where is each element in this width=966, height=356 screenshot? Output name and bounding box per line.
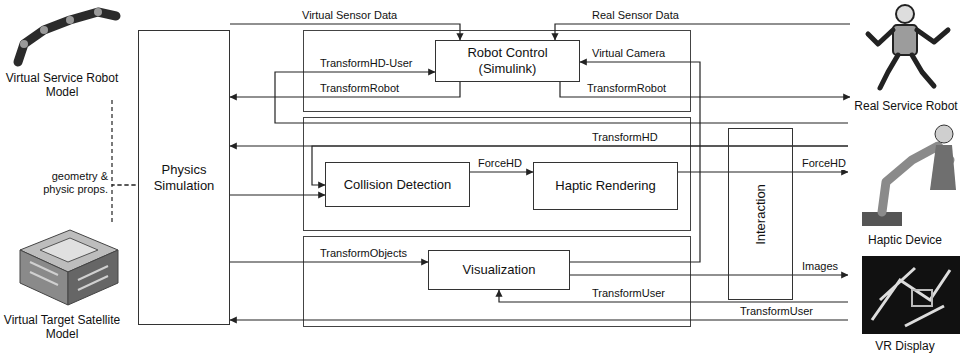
model-figure: Virtual Target Satellite Model (2, 222, 122, 342)
vr-screen (862, 256, 960, 334)
signal-label: Real Sensor Data (590, 9, 681, 22)
device-figure: Real Service Robot (850, 0, 962, 114)
interaction-band: Interaction (728, 128, 793, 300)
signal-label: TransformUser (738, 305, 815, 318)
vr-scene (872, 268, 950, 326)
signal-label: Virtual Camera (590, 47, 667, 60)
connector (230, 194, 325, 195)
signal-label: TransformObjects (318, 247, 409, 260)
group-frame (304, 31, 691, 112)
device-figure: VR Display (848, 252, 962, 354)
signal-label: ForceHD (476, 157, 524, 170)
signal-label: TransformHD-User (318, 57, 415, 70)
signal-label: TransformUser (590, 287, 667, 300)
haptic-device-illustration (862, 125, 956, 226)
node-text: Physics Simulation (143, 162, 225, 193)
connector (678, 171, 848, 172)
annotation-label: geometry & physic props. (20, 170, 108, 196)
process-box: Collision Detection (325, 162, 470, 207)
robot-arm-link (18, 12, 116, 62)
connector (230, 319, 848, 320)
node-text: Real Service Robot (854, 100, 957, 114)
robot-head (896, 5, 914, 23)
node-text: VR Display (875, 340, 934, 354)
node-text: Virtual Target Satellite Model (2, 314, 122, 342)
vr-display-illustration (862, 256, 960, 334)
node-text: Haptic Rendering (555, 178, 655, 194)
humanoid-robot-illustration (868, 5, 948, 88)
signal-label: TransformRobot (318, 82, 401, 95)
robot-arm-joint (40, 26, 48, 34)
robot-arm-joint (20, 40, 28, 48)
satellite-detail (30, 262, 108, 290)
connector (470, 171, 533, 172)
vr-scene (912, 290, 932, 306)
connector (570, 274, 848, 275)
connector (230, 82, 460, 97)
robot-limbs (868, 30, 948, 88)
robot-arm-joint (94, 8, 102, 16)
group-frame (304, 118, 691, 231)
robot-arm-joint (66, 16, 74, 24)
connector (230, 261, 428, 262)
operator-body (930, 145, 956, 190)
group-frame (304, 237, 691, 327)
node-text: Collision Detection (344, 177, 452, 193)
signal-label: TransformRobot (585, 82, 668, 95)
connector (230, 24, 460, 40)
process-box: Robot Control (Simulink) (435, 40, 580, 82)
node-text: Interaction (753, 184, 768, 245)
process-box: Visualization (428, 250, 570, 290)
node-text: Visualization (463, 262, 536, 278)
satellite-detail (40, 238, 98, 262)
node-text: Virtual Service Robot Model (2, 72, 122, 100)
connector (112, 100, 138, 185)
node-text: Haptic Device (868, 234, 942, 248)
model-figure: Virtual Service Robot Model (2, 2, 122, 100)
node-text: Robot Control (Simulink) (440, 45, 575, 76)
connector (555, 24, 850, 40)
process-box: Haptic Rendering (533, 162, 678, 210)
connector (560, 82, 850, 97)
process-box: Physics Simulation (138, 30, 230, 325)
signal-label: ForceHD (800, 157, 848, 170)
connector (112, 185, 138, 222)
satellite-illustration (20, 230, 118, 305)
signal-label: Images (800, 260, 840, 273)
operator-head (935, 125, 953, 143)
robot-arm-illustration (18, 8, 116, 62)
signal-label: TransformHD (590, 131, 660, 144)
device-figure: Haptic Device (848, 118, 962, 248)
connector (499, 290, 848, 302)
robot-torso (893, 25, 917, 55)
signal-label: Virtual Sensor Data (300, 9, 399, 22)
